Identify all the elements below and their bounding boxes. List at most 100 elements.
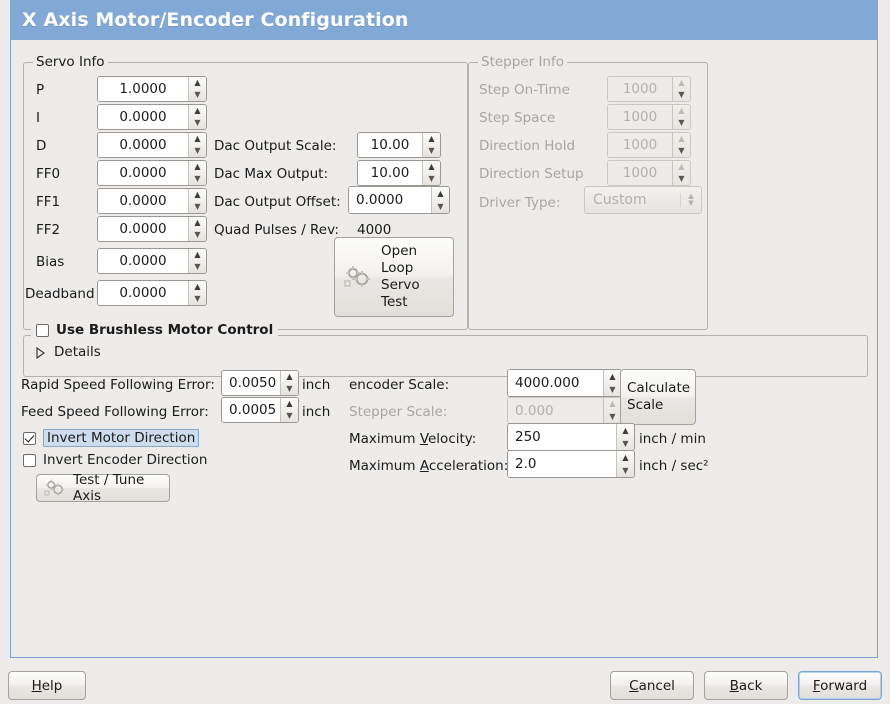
maximum-velocity-spin[interactable]: 250 ▲ ▼ <box>507 423 635 451</box>
dac-max-output-spin[interactable]: 10.00 ▲ ▼ <box>357 160 441 186</box>
servo-spin-ff2-buttons[interactable]: ▲ ▼ <box>188 217 206 241</box>
maximum-acceleration-value[interactable]: 2.0 <box>508 451 616 477</box>
spin-up-icon[interactable]: ▲ <box>622 425 629 435</box>
spin-up-icon[interactable]: ▲ <box>428 134 435 143</box>
servo-spin-deadband[interactable]: 0.0000 ▲ ▼ <box>97 280 207 306</box>
spin-down-icon[interactable]: ▼ <box>194 90 201 99</box>
servo-value-ff1[interactable]: 0.0000 <box>98 189 188 213</box>
dac-output-offset-value[interactable]: 0.0000 <box>349 187 431 213</box>
servo-value-ff0[interactable]: 0.0000 <box>98 161 188 185</box>
feed-following-error-spin[interactable]: 0.0005 ▲ ▼ <box>221 397 299 423</box>
servo-value-i[interactable]: 0.0000 <box>98 105 188 129</box>
dac-max-output-buttons[interactable]: ▲ ▼ <box>422 161 440 185</box>
direction-hold-spin: 1000 ▲ ▼ <box>607 132 691 158</box>
calculate-scale-button[interactable]: Calculate Scale <box>620 369 696 425</box>
open-loop-servo-test-button[interactable]: Open Loop Servo Test <box>334 237 454 317</box>
spin-up-icon[interactable]: ▲ <box>194 282 201 291</box>
spin-down-icon[interactable]: ▼ <box>194 230 201 239</box>
encoder-scale-buttons[interactable]: ▲ ▼ <box>603 370 621 396</box>
feed-following-error-value[interactable]: 0.0005 <box>222 398 280 422</box>
test-tune-axis-button[interactable]: Test / Tune Axis <box>36 472 170 504</box>
servo-spin-i[interactable]: 0.0000 ▲ ▼ <box>97 104 207 130</box>
spin-up-icon[interactable]: ▲ <box>437 188 444 198</box>
spin-down-icon[interactable]: ▼ <box>286 384 293 393</box>
spin-up-icon[interactable]: ▲ <box>194 134 201 143</box>
dac-output-offset-buttons[interactable]: ▲ ▼ <box>431 187 449 213</box>
spin-down-icon[interactable]: ▼ <box>194 118 201 127</box>
servo-label-deadband: Deadband <box>25 286 95 302</box>
spin-down-icon[interactable]: ▼ <box>194 294 201 303</box>
servo-spin-bias[interactable]: 0.0000 ▲ ▼ <box>97 248 207 274</box>
spin-down-icon[interactable]: ▼ <box>286 411 293 420</box>
dac-output-scale-value[interactable]: 10.00 <box>358 133 422 157</box>
spin-up-icon[interactable]: ▲ <box>194 162 201 171</box>
spin-down-icon[interactable]: ▼ <box>194 146 201 155</box>
spin-up-icon[interactable]: ▲ <box>194 78 201 87</box>
maximum-velocity-unit: inch / min <box>639 431 706 447</box>
dac-output-scale-buttons[interactable]: ▲ ▼ <box>422 133 440 157</box>
servo-spin-ff1[interactable]: 0.0000 ▲ ▼ <box>97 188 207 214</box>
rapid-following-error-buttons[interactable]: ▲ ▼ <box>280 371 298 395</box>
servo-spin-ff2[interactable]: 0.0000 ▲ ▼ <box>97 216 207 242</box>
encoder-scale-spin[interactable]: 4000.000 ▲ ▼ <box>507 369 622 397</box>
spin-up-icon[interactable]: ▲ <box>194 250 201 259</box>
details-expander[interactable]: Details <box>36 344 101 360</box>
chevron-right-icon[interactable] <box>36 346 46 359</box>
servo-value-bias[interactable]: 0.0000 <box>98 249 188 273</box>
rapid-following-error-value[interactable]: 0.0050 <box>222 371 280 395</box>
back-button[interactable]: Back <box>704 671 788 700</box>
spin-up-icon[interactable]: ▲ <box>622 452 629 462</box>
spin-down-icon[interactable]: ▼ <box>428 146 435 155</box>
servo-spin-ff1-buttons[interactable]: ▲ ▼ <box>188 189 206 213</box>
servo-spin-d-buttons[interactable]: ▲ ▼ <box>188 133 206 157</box>
spin-down-icon[interactable]: ▼ <box>437 201 444 211</box>
invert-motor-checkbox-box[interactable] <box>23 431 36 445</box>
servo-spin-ff0[interactable]: 0.0000 ▲ ▼ <box>97 160 207 186</box>
invert-encoder-checkbox-box[interactable] <box>23 453 36 467</box>
invert-motor-direction-checkbox[interactable]: Invert Motor Direction <box>23 429 200 447</box>
spin-up-icon[interactable]: ▲ <box>428 162 435 171</box>
spin-up-icon[interactable]: ▲ <box>609 371 616 381</box>
dac-output-offset-spin[interactable]: 0.0000 ▲ ▼ <box>348 186 450 214</box>
encoder-scale-value[interactable]: 4000.000 <box>508 370 603 396</box>
servo-spin-d[interactable]: 0.0000 ▲ ▼ <box>97 132 207 158</box>
feed-following-error-buttons[interactable]: ▲ ▼ <box>280 398 298 422</box>
maximum-velocity-buttons[interactable]: ▲ ▼ <box>616 424 634 450</box>
spin-down-icon[interactable]: ▼ <box>622 438 629 448</box>
maximum-velocity-value[interactable]: 250 <box>508 424 616 450</box>
spin-down-icon[interactable]: ▼ <box>194 174 201 183</box>
servo-spin-i-buttons[interactable]: ▲ ▼ <box>188 105 206 129</box>
brushless-checkbox-box[interactable] <box>36 323 49 337</box>
spin-down-icon[interactable]: ▼ <box>622 465 629 475</box>
direction-setup-value: 1000 <box>608 161 672 185</box>
servo-value-d[interactable]: 0.0000 <box>98 133 188 157</box>
maximum-acceleration-spin[interactable]: 2.0 ▲ ▼ <box>507 450 635 478</box>
dac-output-scale-spin[interactable]: 10.00 ▲ ▼ <box>357 132 441 158</box>
spin-down-icon[interactable]: ▼ <box>428 174 435 183</box>
spin-up-icon[interactable]: ▲ <box>194 106 201 115</box>
stepper-scale-spin: 0.000 ▲ ▼ <box>507 397 622 424</box>
invert-encoder-direction-checkbox[interactable]: Invert Encoder Direction <box>23 452 207 468</box>
servo-spin-p-buttons[interactable]: ▲ ▼ <box>188 77 206 101</box>
dac-max-output-value[interactable]: 10.00 <box>358 161 422 185</box>
forward-button[interactable]: Forward <box>798 671 882 700</box>
servo-spin-bias-buttons[interactable]: ▲ ▼ <box>188 249 206 273</box>
spin-up-icon[interactable]: ▲ <box>286 372 293 381</box>
spin-up-icon[interactable]: ▲ <box>286 399 293 408</box>
servo-spin-ff0-buttons[interactable]: ▲ ▼ <box>188 161 206 185</box>
spin-down-icon[interactable]: ▼ <box>194 262 201 271</box>
help-button[interactable]: Help <box>8 671 86 700</box>
servo-value-ff2[interactable]: 0.0000 <box>98 217 188 241</box>
spin-down-icon[interactable]: ▼ <box>609 384 616 394</box>
spin-down-icon[interactable]: ▼ <box>194 202 201 211</box>
spin-up-icon[interactable]: ▲ <box>194 218 201 227</box>
servo-value-p[interactable]: 1.0000 <box>98 77 188 101</box>
rapid-following-error-spin[interactable]: 0.0050 ▲ ▼ <box>221 370 299 396</box>
servo-spin-p[interactable]: 1.0000 ▲ ▼ <box>97 76 207 102</box>
use-brushless-motor-control-checkbox[interactable]: Use Brushless Motor Control <box>31 322 279 338</box>
servo-value-deadband[interactable]: 0.0000 <box>98 281 188 305</box>
cancel-button[interactable]: Cancel <box>610 671 694 700</box>
spin-up-icon[interactable]: ▲ <box>194 190 201 199</box>
maximum-acceleration-buttons[interactable]: ▲ ▼ <box>616 451 634 477</box>
servo-spin-deadband-buttons[interactable]: ▲ ▼ <box>188 281 206 305</box>
